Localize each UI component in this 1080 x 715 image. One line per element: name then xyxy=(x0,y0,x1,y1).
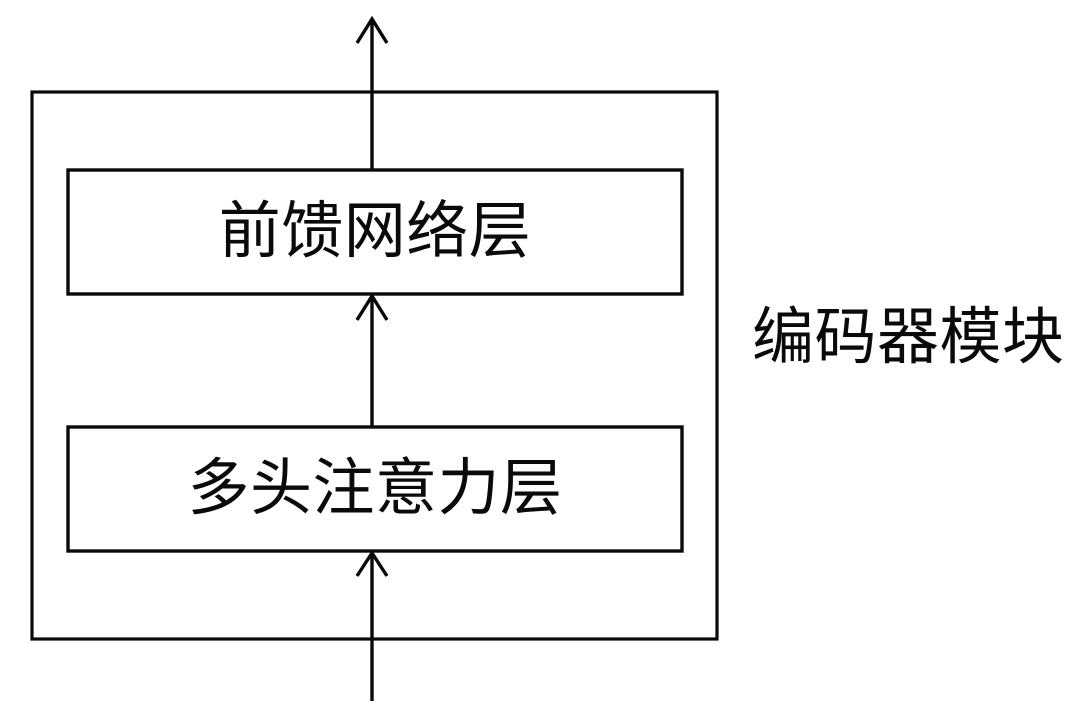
multi-head-attention-block-label: 多头注意力层 xyxy=(187,454,563,523)
input-arrow xyxy=(355,549,389,701)
output-arrow xyxy=(355,15,389,171)
feed-forward-block xyxy=(66,168,684,296)
encoder-module-container xyxy=(30,90,719,641)
feed-forward-block-label: 前馈网络层 xyxy=(218,197,532,266)
attention-to-ffn-arrow xyxy=(355,292,389,428)
encoder-module-label: 编码器模块 xyxy=(752,303,1065,372)
multi-head-attention-block xyxy=(66,425,684,553)
